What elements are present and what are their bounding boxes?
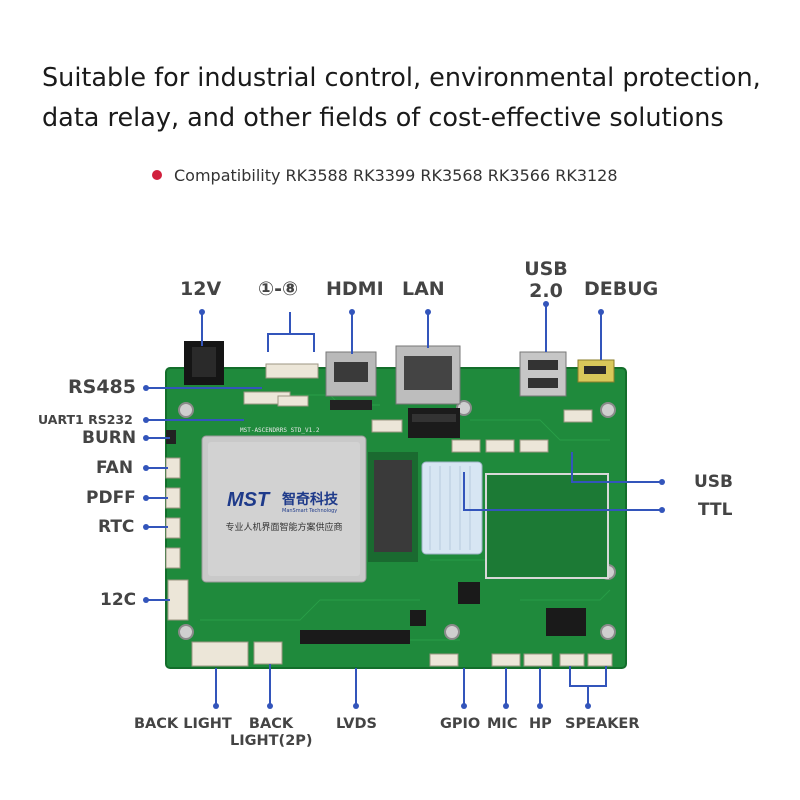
label-pins: ①-⑧ [258, 278, 299, 300]
label-usb: USB [694, 472, 734, 492]
headline-line-1: Suitable for industrial control, environ… [42, 63, 761, 93]
label-lan: LAN [402, 278, 445, 300]
shield-text: 专业人机界面智能方案供应商 [225, 521, 342, 533]
leader-dots [143, 301, 665, 709]
label-uart: UART1 RS232 [38, 412, 133, 427]
shield-logo: MST [227, 489, 271, 511]
lan-port [395, 345, 461, 438]
metal-shield [201, 435, 367, 583]
burn-button [166, 430, 176, 444]
ribbon-cable [421, 461, 483, 555]
label-backlight: BACK LIGHT [134, 716, 232, 732]
label-burn: BURN [82, 428, 137, 448]
core-module [368, 452, 418, 562]
label-hp: HP [529, 716, 552, 732]
usb-2-ports [519, 351, 567, 397]
small-connectors [165, 409, 613, 667]
label-12v: 12V [180, 278, 222, 300]
label-hdmi: HDMI [326, 278, 384, 300]
label-pdff: PDFF [86, 488, 136, 508]
label-12c: 12C [100, 590, 137, 610]
label-mic: MIC [487, 716, 518, 732]
headline: Suitable for industrial control, environ… [42, 58, 782, 138]
label-usb2: USB 2.0 [522, 258, 570, 302]
debug-port [577, 359, 615, 383]
label-fan: FAN [96, 458, 134, 478]
label-backlight-2p: BACK LIGHT(2P) [230, 716, 313, 750]
label-backlight-2p-line2: LIGHT(2P) [230, 733, 313, 749]
silkscreen-text: MST-ASCENDRRS STD_V1.2 [240, 427, 320, 434]
leader-lines [146, 304, 662, 706]
bullet-icon [152, 170, 162, 180]
chips [410, 582, 586, 636]
shield-logo-sub: ManSmart Technology [282, 508, 337, 514]
pin-header-connector [243, 363, 319, 407]
label-rs485: RS485 [68, 376, 136, 398]
dc-jack-12v [184, 341, 224, 385]
label-ttl: TTL [698, 500, 733, 520]
shield-logo-cn: 智奇科技 [281, 491, 339, 508]
label-rtc: RTC [98, 517, 135, 537]
label-debug: DEBUG [584, 278, 659, 300]
label-usb2-line2: 2.0 [529, 280, 563, 302]
hdmi-port [325, 351, 377, 410]
compatibility-line: Compatibility RK3588 RK3399 RK3568 RK356… [152, 166, 618, 185]
label-speaker: SPEAKER [565, 716, 640, 732]
usb-ttl-module [485, 473, 609, 579]
label-usb2-line1: USB [524, 258, 568, 280]
label-lvds: LVDS [336, 716, 377, 732]
label-backlight-2p-line1: BACK [248, 716, 294, 732]
headline-line-2: data relay, and other fields of cost-eff… [42, 103, 724, 133]
compatibility-text: Compatibility RK3588 RK3399 RK3568 RK356… [174, 166, 618, 185]
label-gpio: GPIO [440, 716, 481, 732]
lvds-header [300, 630, 410, 644]
